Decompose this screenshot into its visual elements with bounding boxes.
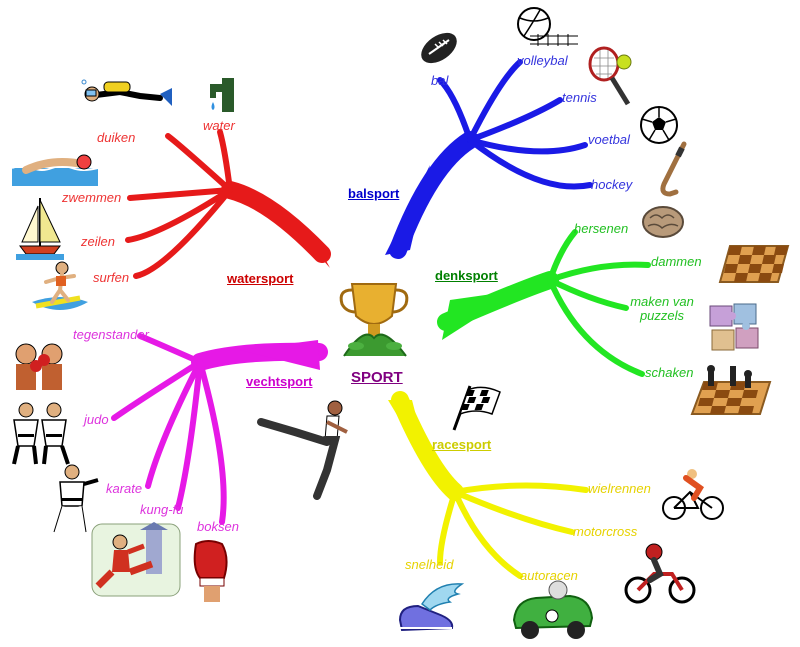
label-tennis: tennis (562, 90, 597, 105)
branch-denksport (437, 229, 651, 377)
label-zeilen: zeilen (81, 234, 115, 249)
label-kung-fu: kung-fu (140, 502, 184, 517)
hub-denksport: denksport (435, 268, 498, 283)
checkerboard-icon (718, 244, 790, 289)
branch-twig (125, 187, 233, 243)
checkered-flag-icon (448, 384, 504, 437)
branch-twig (547, 229, 578, 283)
branch-base (385, 165, 430, 255)
branch-twig (452, 482, 589, 495)
label-motorcross: motorcross (573, 524, 638, 539)
branch-racesport (388, 391, 589, 579)
label-hersenen: hersenen (574, 221, 629, 236)
center-label: SPORT (351, 369, 403, 386)
karate-icon (44, 462, 102, 539)
label-volleybal: volleybal (517, 53, 568, 68)
boxing-glove-icon (190, 538, 232, 609)
volleyball-icon (510, 4, 580, 53)
trophy-icon (334, 276, 414, 366)
label-duiken: duiken (97, 130, 136, 145)
label-karate: karate (106, 481, 143, 496)
hub-racesport: racesport (432, 437, 492, 452)
branch-twig (437, 77, 473, 143)
branch-watersport (125, 129, 331, 279)
label-maken-van-puzzels: maken van puzzels (630, 294, 694, 323)
cyclist-icon (660, 464, 726, 527)
diver-icon (80, 74, 174, 119)
label-bal: bal (431, 73, 449, 88)
branch-balsport (385, 59, 593, 259)
label-surfen: surfen (93, 270, 130, 285)
branch-twig (127, 187, 233, 201)
branch-twig (145, 359, 203, 489)
hockey-stick-icon (652, 140, 692, 205)
brain-icon (640, 204, 686, 245)
hub-balsport: balsport (348, 186, 400, 201)
branch-vechtsport (111, 333, 328, 525)
branch-twig (452, 489, 523, 579)
branch-twig (137, 333, 203, 365)
branch-twig (467, 97, 563, 143)
puzzle-icon (706, 300, 762, 359)
label-voetbal: voetbal (588, 132, 630, 147)
surfer-icon (30, 258, 90, 323)
label-dammen: dammen (651, 254, 702, 269)
branch-base (388, 400, 430, 470)
branch-twig (437, 489, 458, 565)
label-wielrennen: wielrennen (588, 481, 651, 496)
branch-base (270, 200, 330, 268)
winged-shoe-icon (392, 580, 468, 641)
kickboxer-icon (255, 398, 351, 505)
label-zwemmen: zwemmen (62, 190, 122, 205)
branch-twig (175, 359, 203, 511)
label-judo: judo (84, 412, 109, 427)
race-car-icon (510, 576, 596, 647)
branch-twig (547, 277, 645, 377)
boxers-icon (6, 336, 72, 399)
branch-twig (217, 129, 233, 193)
branch-twig (547, 277, 629, 311)
label-autoracen: autoracen (520, 568, 578, 583)
hub-watersport: watersport (227, 271, 294, 286)
branch-twig (197, 359, 227, 525)
branch-base (442, 290, 520, 340)
branch-twig (467, 137, 588, 155)
branch-twig (547, 261, 651, 283)
branch-twig (452, 489, 575, 535)
branch-twig (165, 133, 233, 193)
swimmer-icon (11, 150, 99, 191)
motocross-icon (624, 540, 696, 611)
judo-icon (4, 400, 80, 473)
soccer-ball-icon (638, 104, 680, 151)
branch-twig (467, 137, 593, 190)
kung-fu-icon (90, 516, 182, 605)
label-tegenstander: tegenstander (73, 327, 149, 342)
label-hockey: hockey (591, 177, 633, 192)
branch-twig (467, 59, 523, 143)
hub-vechtsport: vechtsport (246, 374, 313, 389)
tennis-racket-icon (586, 46, 636, 113)
water-tap-icon (202, 76, 242, 121)
football-icon (417, 28, 461, 73)
label-water: water (203, 118, 235, 133)
branch-twig (133, 187, 233, 279)
branch-twig (111, 359, 203, 421)
branch-trunk (221, 181, 331, 263)
label-snelheid: snelheid (405, 557, 454, 572)
sailboat-icon (16, 196, 64, 267)
label-schaken: schaken (645, 365, 694, 380)
branch-base (240, 340, 320, 370)
chess-icon (690, 364, 772, 421)
label-boksen: boksen (197, 519, 239, 534)
